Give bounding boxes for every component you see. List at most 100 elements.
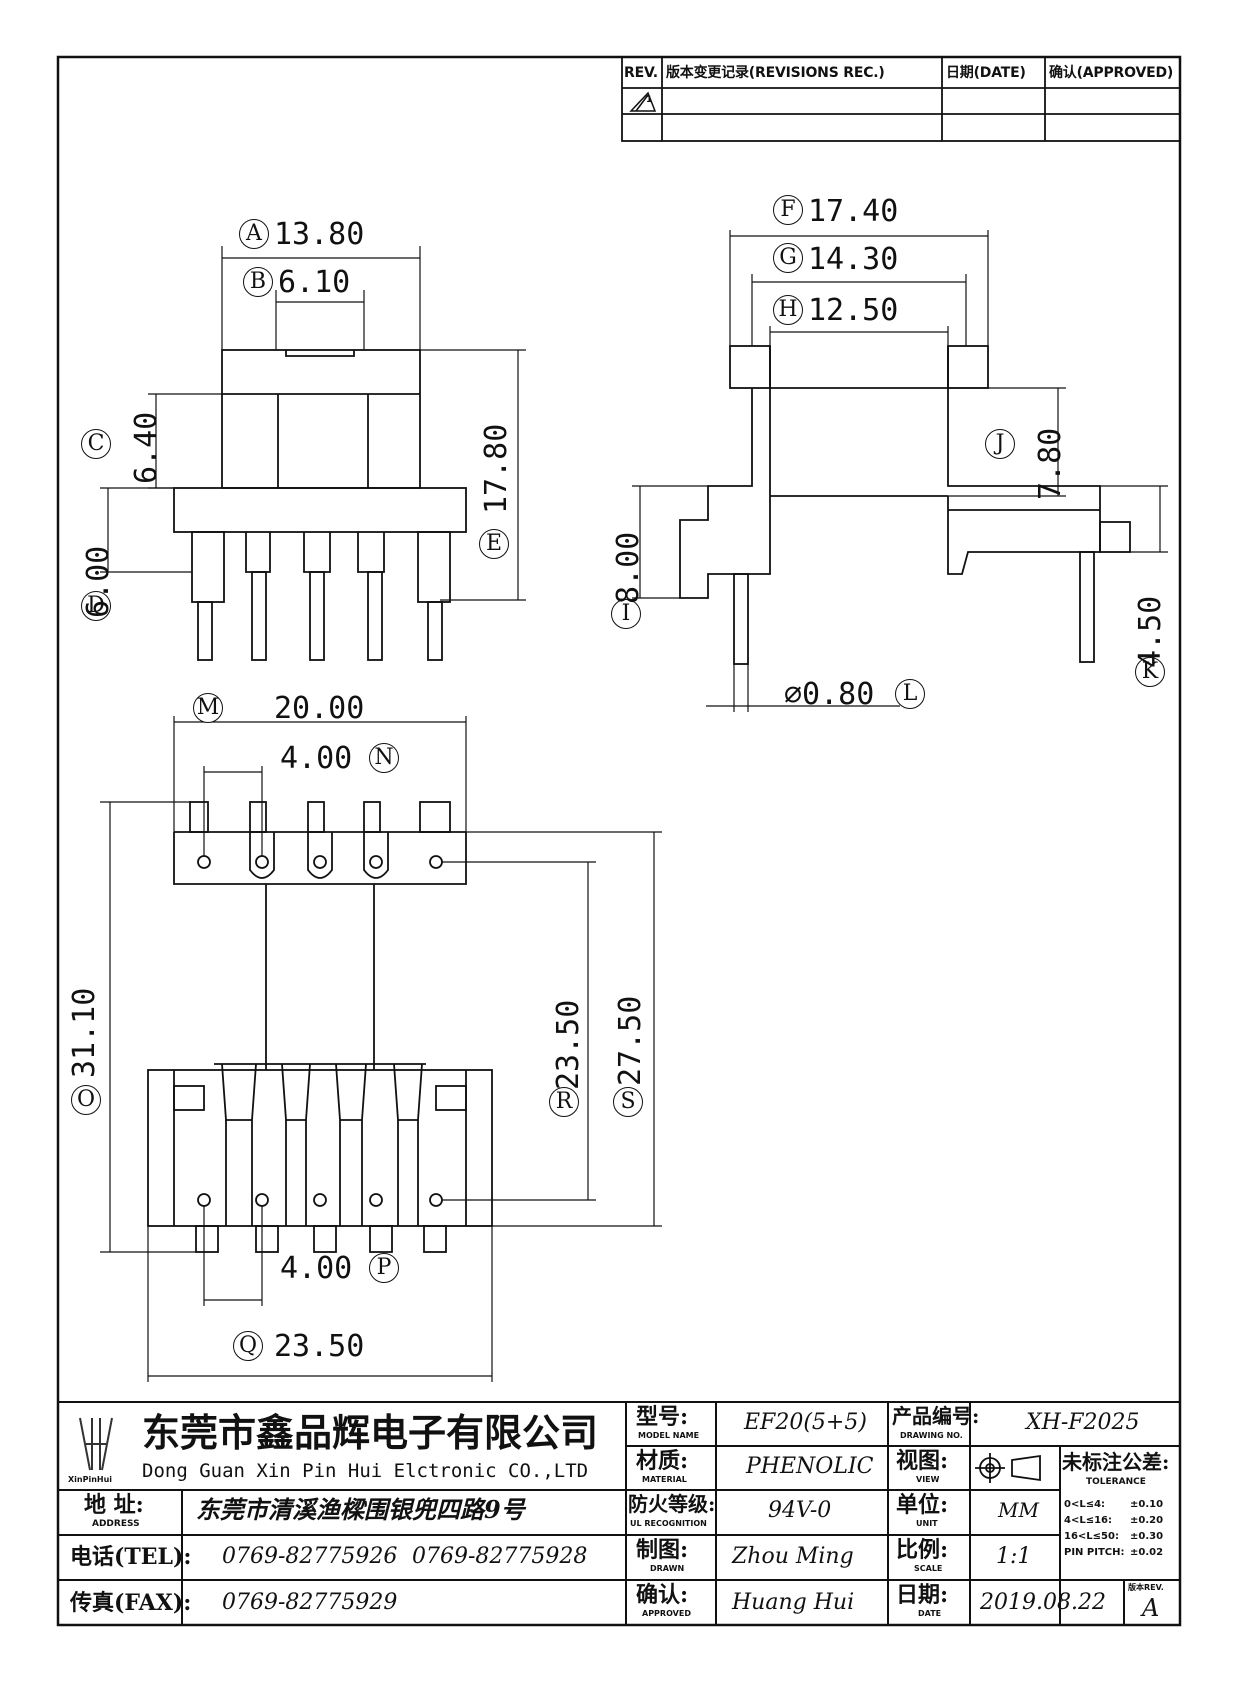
tolerance-range: 0<L≤4: (1064, 1499, 1106, 1510)
dimension-value-m: 20.00 (274, 691, 365, 726)
tolerance-value: ±0.20 (1130, 1515, 1164, 1526)
revision-record-header: 版本变更记录(REVISIONS REC.) (666, 65, 885, 81)
dimension-value-r: 23.50 (551, 999, 586, 1090)
dimension-letter-i: I (611, 599, 641, 629)
dimension-letter-e: E (479, 529, 509, 559)
dimension-letter-r: R (549, 1087, 579, 1117)
date-label: 日期: (896, 1582, 949, 1608)
material-label: 材质: (636, 1448, 689, 1474)
unit-value: MM (998, 1498, 1039, 1522)
address-label-en: ADDRESS (92, 1519, 140, 1529)
company-name-en: Dong Guan Xin Pin Hui Elctronic CO.,LTD (142, 1460, 589, 1482)
dimension-value-g: 14.30 (808, 242, 899, 277)
dimension-letter-j: J (985, 429, 1015, 459)
dimension-value-e: 17.80 (479, 423, 514, 514)
rev-label: 版本REV. (1128, 1583, 1164, 1592)
dimension-value-q: 23.50 (274, 1329, 365, 1364)
projection-view-icon (975, 1453, 1041, 1483)
plan-view-dimensions (100, 716, 662, 1382)
dimension-value-k: 4.50 (1133, 595, 1168, 668)
drawing-no-label-en: DRAWING NO. (900, 1431, 963, 1440)
scale-value: 1:1 (996, 1544, 1032, 1569)
view-label: 视图: (896, 1448, 949, 1474)
dimension-value-i: 8.00 (611, 531, 646, 604)
model-label-en: MODEL NAME (638, 1431, 700, 1440)
view-label-en: VIEW (916, 1475, 940, 1484)
dimension-value-d: 6.00 (81, 545, 116, 618)
rev-header: REV. (624, 65, 658, 81)
front-view (173, 349, 467, 661)
dimension-value-a: 13.80 (274, 217, 365, 252)
tolerance-range: 16<L≤50: (1064, 1531, 1119, 1542)
date-label-en: DATE (918, 1609, 942, 1618)
dimension-letter-l: L (895, 679, 925, 709)
tolerance-value: ±0.30 (1130, 1531, 1164, 1542)
tolerance-label-en: TOLERANCE (1086, 1477, 1146, 1487)
dimension-value-p: 4.00 (280, 1251, 353, 1286)
dimension-letter-k: K (1135, 657, 1165, 687)
tolerance-range: PIN PITCH: (1064, 1547, 1125, 1558)
tolerance-label: 未标注公差: (1062, 1450, 1170, 1474)
company-logo (79, 1417, 113, 1471)
dimension-letter-m: M (193, 693, 223, 723)
dimension-letter-c: C (81, 429, 111, 459)
scale-label-en: SCALE (914, 1564, 943, 1573)
drawn-label-en: DRAWN (650, 1564, 685, 1573)
drawn-label: 制图: (636, 1537, 689, 1563)
ul-label: 防火等级: (628, 1492, 716, 1516)
side-view (679, 345, 1131, 665)
dimension-letter-a: A (239, 219, 269, 249)
address-label: 地 址: (84, 1492, 144, 1518)
dimension-value-h: 12.50 (808, 293, 899, 328)
dimension-value-n: 4.00 (280, 741, 353, 776)
tel-label: 电话(TEL): (70, 1544, 192, 1570)
drawing-no-label: 产品编号: (892, 1404, 980, 1428)
ul-value: 94V-0 (768, 1498, 832, 1523)
tel-2: 0769-82775928 (412, 1544, 588, 1569)
revision-table (621, 56, 1181, 142)
dimension-value-f: 17.40 (808, 194, 899, 229)
address-value: 东莞市清溪渔樑围银兜四路9号 (196, 1495, 525, 1524)
dimension-letter-d: D (81, 591, 111, 621)
dimension-value-s: 27.50 (613, 995, 648, 1086)
drawing-no-value: XH-F2025 (1026, 1410, 1140, 1435)
side-view-dimensions (632, 230, 1168, 712)
fax-label: 传真(FAX): (70, 1590, 192, 1616)
tolerance-range: 4<L≤16: (1064, 1515, 1113, 1526)
dimension-letter-h: H (773, 295, 803, 325)
dimension-letter-f: F (773, 195, 803, 225)
dimension-letter-g: G (773, 243, 803, 273)
logo-text: XinPinHui (68, 1475, 113, 1484)
drawn-value: Zhou Ming (732, 1544, 854, 1569)
title-block-grid (57, 1401, 1181, 1626)
model-value: EF20(5+5) (744, 1410, 867, 1435)
fax-value: 0769-82775929 (222, 1590, 398, 1615)
unit-label-en: UNIT (916, 1519, 938, 1528)
approved-value: Huang Hui (732, 1590, 855, 1615)
revision-date-header: 日期(DATE) (946, 65, 1026, 81)
revision-mark: 1 (646, 95, 653, 105)
approved-label: 确认: (636, 1582, 689, 1608)
dimension-letter-q: Q (233, 1331, 263, 1361)
approved-label-en: APPROVED (642, 1609, 691, 1618)
dimension-value-j: 7.80 (1033, 427, 1068, 500)
front-view-dimensions (100, 246, 526, 601)
rev-value: A (1142, 1594, 1160, 1622)
dimension-value-b: 6.10 (278, 265, 351, 300)
dimension-value-o: 31.10 (67, 987, 102, 1078)
material-label-en: MATERIAL (642, 1475, 687, 1484)
unit-label: 单位: (896, 1492, 949, 1518)
sheet-border (56, 55, 1182, 1627)
dimension-letter-o: O (71, 1085, 101, 1115)
dimension-value-c: 6.40 (129, 411, 164, 484)
dimension-letter-n: N (369, 743, 399, 773)
ul-label-en: UL RECOGNITION (630, 1519, 707, 1528)
scale-label: 比例: (896, 1537, 949, 1563)
tolerance-value: ±0.10 (1130, 1499, 1164, 1510)
dimension-value-l: ⌀0.80 (784, 677, 875, 712)
dimension-letter-s: S (613, 1087, 643, 1117)
dimension-letter-p: P (369, 1253, 399, 1283)
material-value: PHENOLIC (746, 1454, 874, 1479)
dimension-letter-b: B (243, 267, 273, 297)
